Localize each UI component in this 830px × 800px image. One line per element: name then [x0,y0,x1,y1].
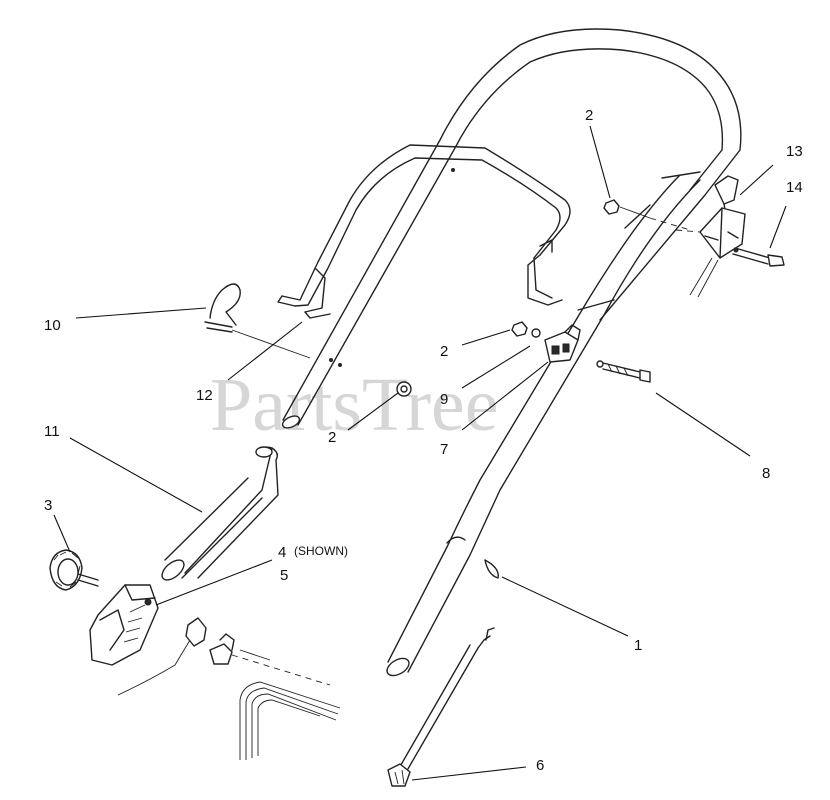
handle-bracket-part-4[interactable] [89,584,191,696]
main-handle-part-1[interactable] [384,171,701,679]
bracket-clip[interactable] [185,617,331,686]
callout-4-note: (SHOWN) [294,544,348,558]
bolt-part-14[interactable] [732,247,785,267]
cable-bracket-part-7[interactable] [544,324,581,363]
leader-lines [53,125,787,781]
nut-part-2-lower[interactable] [396,381,412,397]
callout-labels: 2 13 14 10 12 2 9 7 2 8 11 3 4 (SHOWN) 5… [44,107,803,774]
nut-part-2-middle[interactable] [511,321,541,338]
callout-5: 5 [280,567,288,584]
control-bail-part-12[interactable] [277,144,571,319]
callout-7: 7 [440,441,448,458]
callout-6: 6 [536,757,544,774]
callout-12: 12 [196,387,213,404]
callout-2-upper: 2 [585,107,593,124]
bolt-part-8[interactable] [596,360,651,383]
callout-8: 8 [762,465,770,482]
callout-13: 13 [786,143,803,160]
callout-11: 11 [44,423,60,440]
callout-2-lower: 2 [328,429,336,446]
callout-1: 1 [634,637,642,654]
callout-14: 14 [786,179,803,196]
upper-handle-loop[interactable] [281,28,742,430]
callout-9: 9 [440,391,448,408]
control-cables [239,681,341,760]
control-knob-part-13[interactable] [675,175,746,298]
nut-part-2-upper[interactable] [603,199,691,231]
lower-tube-part-11[interactable] [159,446,279,584]
watermark: PartsTree [210,363,499,447]
callout-10: 10 [44,317,61,334]
knob-part-3[interactable] [49,549,99,591]
callout-4: 4 [278,544,286,561]
callout-3: 3 [44,497,52,514]
callout-2-middle: 2 [440,343,448,360]
hairpin-clip-part-10[interactable] [204,283,311,359]
cable-rod-part-6[interactable] [387,627,495,787]
